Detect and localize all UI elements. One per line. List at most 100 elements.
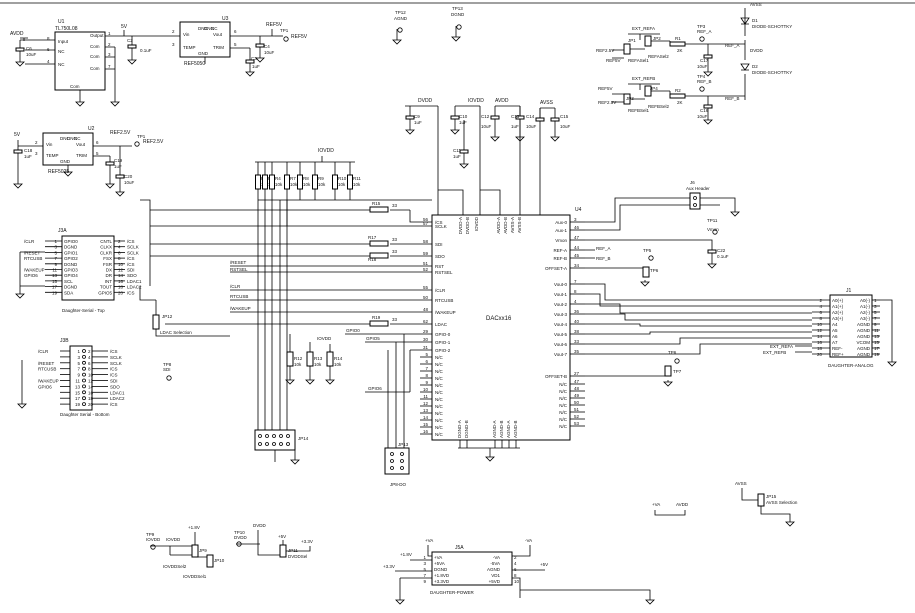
u4-left-pin: N/C [435, 355, 444, 360]
c13-value: 1uF [511, 124, 519, 129]
u4-left-num: 12 [423, 401, 429, 406]
u3-part: REF5050 [184, 61, 205, 67]
r2-value: 2K [677, 100, 683, 105]
u1-pin-com2: Com [90, 54, 100, 59]
j3a-right-net: SCLK [127, 250, 139, 255]
tp6-label: TP6 [668, 350, 677, 355]
u4-decoupling: DVDD IOVDD AVDD AVSS C9 1uF C10 1uF C11 … [405, 98, 571, 215]
c10-ref: C10 [459, 114, 468, 119]
j5a-left-label: +1.8VD [434, 573, 450, 578]
u4-left-pin: RST [435, 264, 444, 269]
net-rstsel: RSTSEL [230, 267, 248, 272]
u3-pin-num: 2 [172, 29, 175, 34]
d2-part: DIODE-SCHOTTKY [752, 70, 792, 75]
dvdd-select: TP10 DVDD DVDD +5V +3.3V JP11 DVDDSel [234, 523, 313, 559]
j3b-right-pin: 18 [88, 396, 94, 401]
j3a-inner-right: FSR [103, 262, 113, 267]
j3a-inner-left: SCL [64, 279, 73, 284]
j5a-right-num: 8 [514, 573, 517, 578]
j3b-right-net: /CS [110, 402, 118, 407]
j3b-right-net: LDAC2 [110, 396, 125, 401]
j3a-right-pin: 2 [118, 239, 121, 244]
c18-ref: C18 [24, 148, 33, 153]
r15-label: R15 [372, 201, 381, 206]
j3a-inner-right: CLKR [100, 250, 113, 255]
j1-inner-right: AGND [857, 334, 871, 339]
j5a-left-num: 1 [423, 555, 426, 560]
pullup-value: 10k [290, 182, 298, 187]
u4-left-pin: N/C [435, 376, 444, 381]
jp7-label: TP7 [673, 369, 682, 374]
tp1-label: TP1 [280, 28, 289, 33]
j3a-left-pin: 1 [54, 239, 57, 244]
j1-right-num: 9 [874, 322, 877, 327]
j3b-right-pin: 10 [88, 373, 94, 378]
jp4-label: JP4 [650, 86, 658, 91]
u4-left-pin: N/C [435, 411, 444, 416]
j3b-pin-dot [82, 396, 86, 401]
u1-regulator: U1 TL750L08 Input NC NC Output Com Com C… [10, 19, 120, 107]
u4-right-num: 36 [574, 309, 580, 314]
j3b-pin-dot [82, 349, 86, 353]
j1-inner-right: VCOM [857, 340, 871, 345]
r12-value: 10k [294, 362, 302, 367]
j3a-right-pin: 20 [118, 290, 124, 295]
u4-left-num: 50 [423, 295, 429, 300]
pullup-ref: R7 [290, 176, 296, 181]
j1-inner-right: A0(-) [860, 298, 871, 303]
j5a-right-label: -VA [493, 555, 500, 560]
u4-right-pin: N/C [559, 410, 568, 415]
u4-right-pin: REF-A [554, 248, 568, 253]
j3a-right-pin: 4 [118, 245, 121, 250]
j1-ext-a: EXT_REFA [770, 344, 793, 349]
u4-left-pin: GPIO-1 [435, 340, 451, 345]
dvdd-bottom: DVDD [253, 523, 267, 528]
j5a-left-label: +VA [434, 555, 442, 560]
u4-left-num: 31 [423, 345, 429, 350]
j3a-inner-left: DGND [64, 285, 78, 290]
j1-left-num: 2 [819, 298, 822, 303]
net-gpio0: GPIO0 [346, 328, 360, 333]
c17-value: 10uF [697, 64, 708, 69]
u4-bottom-pin: DGND-A [457, 420, 462, 438]
c22-ref: C22 [717, 248, 726, 253]
c16-value: 10uF [697, 114, 708, 119]
jp4-sel: REFBSel2 [648, 104, 670, 109]
j5a-body [431, 551, 513, 586]
u4-refb-net: REF_B [596, 256, 611, 261]
u2-pin-dnc: DNC [60, 136, 70, 141]
j5a-right-num: 10 [514, 579, 520, 584]
c14-ref: C14 [526, 114, 535, 119]
j3a-body [61, 235, 115, 301]
u4-top-pin: AVSS-A [510, 217, 515, 233]
j5a-right-num: 4 [514, 561, 517, 566]
pullup-value: 10k [353, 182, 361, 187]
u2-pin-trim: TRIM [76, 153, 87, 158]
j1-inner-right: A1(-) [860, 304, 871, 309]
j3b-pin-dot [82, 360, 86, 365]
u4-right-num: 45 [574, 253, 580, 258]
j3b-left-pin: 9 [77, 373, 80, 378]
j3a-right-net: SCLK [127, 245, 139, 250]
j3b-left-net: /RESET [38, 361, 55, 366]
r17-label: R17 [368, 235, 377, 240]
u4-right-num: 35 [574, 349, 580, 354]
j3b-pin-dot [82, 354, 86, 359]
u3-pin-dnc: DNC [198, 26, 208, 31]
j3b-pin-dot [82, 402, 86, 407]
u4-left-num: 10 [423, 387, 429, 392]
u4-right-num: 40 [574, 319, 580, 324]
j3a-inner-right: CNTL [100, 239, 112, 244]
j3a-inner-right: GPIO5 [98, 290, 112, 295]
u1-ref: U1 [58, 19, 65, 25]
j3b-right-pin: 20 [88, 402, 94, 407]
j1-left-num: 12 [817, 328, 823, 333]
j1-right-num: 13 [874, 334, 880, 339]
j5a-left-label: +5VA [434, 561, 445, 566]
u2-pin-gnd: GND [60, 159, 71, 164]
j1-inner-left: A6 [832, 334, 838, 339]
u4-left-num: 56 [423, 217, 429, 222]
j3a-right-pin: 18 [118, 285, 124, 290]
j3b-right-pin: 6 [88, 361, 91, 366]
jp9-ref: JP9 [199, 548, 207, 553]
